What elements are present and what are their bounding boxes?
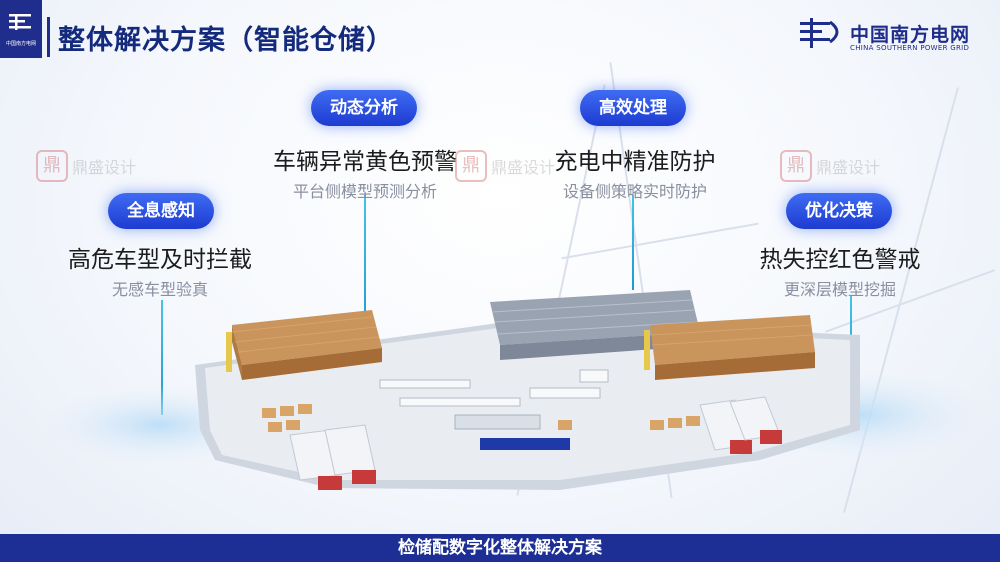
brand-name-cn: 中国南方电网 <box>850 24 971 46</box>
watermark: 鼎鼎盛设计 <box>36 150 136 182</box>
connector-line <box>632 195 634 290</box>
feature-headline: 充电中精准防护 <box>554 149 716 175</box>
feature-headline: 热失控红色警戒 <box>759 247 921 273</box>
storage-rack-right <box>644 315 815 380</box>
watermark: 鼎鼎盛设计 <box>780 150 880 182</box>
feature-pill-analysis: 动态分析 <box>311 90 417 126</box>
seal-icon: 鼎 <box>36 150 68 182</box>
feature-pill-perception: 全息感知 <box>108 193 214 229</box>
seal-icon: 鼎 <box>780 150 812 182</box>
connector-line <box>161 300 163 415</box>
footer-title: 检储配数字化整体解决方案 <box>398 538 602 558</box>
trucks-right <box>699 396 782 454</box>
trucks-left <box>289 424 376 490</box>
feature-subtext: 平台侧模型预测分析 <box>292 182 437 201</box>
conveyor-lines <box>379 369 609 450</box>
feature-pill-processing: 高效处理 <box>580 90 686 126</box>
footer-bar <box>0 534 1000 562</box>
feature-subtext: 更深层模型挖掘 <box>783 280 896 299</box>
connector-line <box>364 195 366 335</box>
feature-pill-decision: 优化决策 <box>786 193 892 229</box>
header-bar: 中国南方电网 整体解决方案（智能仓储） 中国南方电网 CHINA SOUTHER… <box>0 0 1000 70</box>
warehouse-illustration <box>40 290 990 490</box>
storage-rack-left <box>226 310 382 380</box>
brand-logo: 中国南方电网 CHINA SOUTHERN POWER GRID <box>800 18 990 58</box>
company-logo: 中国南方电网 <box>0 0 42 58</box>
pallets <box>262 404 700 432</box>
page-title: 整体解决方案（智能仓储） <box>58 25 394 56</box>
feature-headline: 高危车型及时拦截 <box>68 247 252 273</box>
csg-logo-icon <box>800 18 839 48</box>
title-accent-bar <box>47 17 50 57</box>
feature-headline: 车辆异常黄色预警 <box>273 149 457 175</box>
watermark: 鼎鼎盛设计 <box>455 150 555 182</box>
brand-name-en: CHINA SOUTHERN POWER GRID <box>850 44 970 52</box>
feature-subtext: 设备侧策略实时防护 <box>562 182 707 201</box>
power-grid-logo-icon <box>9 14 31 30</box>
seal-icon: 鼎 <box>455 150 487 182</box>
feature-subtext: 无感车型验真 <box>111 280 208 299</box>
logo-caption: 中国南方电网 <box>5 41 36 47</box>
